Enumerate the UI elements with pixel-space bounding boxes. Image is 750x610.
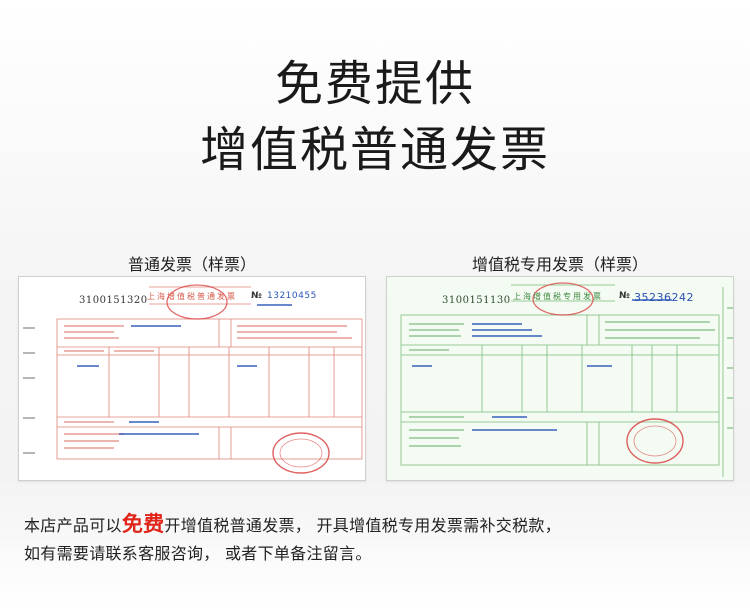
invoice-number: 35236242 bbox=[634, 291, 694, 304]
invoice-form-graphic bbox=[23, 284, 363, 474]
invoice-form-graphic bbox=[400, 282, 733, 477]
invoice-number: 13210455 bbox=[267, 291, 317, 301]
sample-caption-ordinary: 普通发票（样票） bbox=[127, 255, 256, 274]
headline-line-2: 增值税普通发票 bbox=[199, 122, 550, 178]
invoice-title: 上海增值税普通发票 bbox=[147, 292, 237, 301]
footer-text-after: 开增值税普通发票， 开具增值税专用发票需补交税款， bbox=[164, 516, 562, 535]
invoice-number-mark: № bbox=[619, 291, 630, 301]
footer-text-before: 本店产品可以 bbox=[24, 516, 122, 535]
headline-line-1: 免费提供 bbox=[274, 56, 475, 112]
sample-caption-special: 增值税专用发票（样票） bbox=[471, 255, 648, 274]
invoice-serial: 3100151320 bbox=[79, 295, 148, 306]
footer-line-1: 本店产品可以免费开增值税普通发票， 开具增值税专用发票需补交税款， bbox=[24, 508, 561, 538]
invoice-serial: 3100151130 bbox=[442, 295, 511, 306]
footer-free-highlight: 免费 bbox=[121, 512, 165, 536]
footer-line-2: 如有需要请联系客服咨询， 或者下单备注留言。 bbox=[24, 544, 372, 563]
invoice-title: 上海增值税专用发票 bbox=[513, 292, 603, 301]
invoice-sample-special: 3100151130 上海增值税专用发票 № 35236242 bbox=[386, 276, 734, 481]
invoice-sample-ordinary: 3100151320 上海增值税普通发票 № 13210455 bbox=[18, 276, 366, 481]
invoice-number-mark: № bbox=[251, 291, 262, 301]
